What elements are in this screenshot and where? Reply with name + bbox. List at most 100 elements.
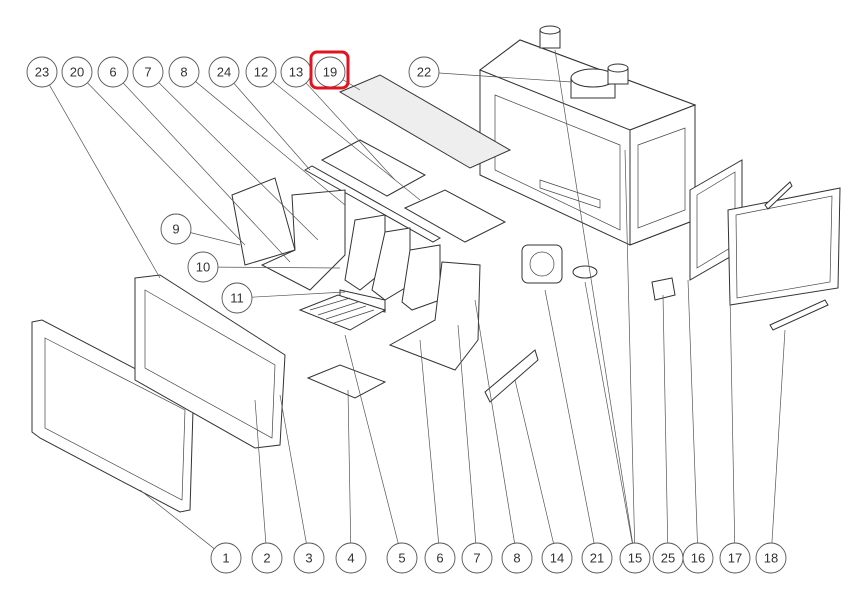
- callout-number: 6: [109, 65, 116, 80]
- callout-23[interactable]: 23: [26, 56, 58, 88]
- callout-circle: [501, 542, 533, 574]
- callout-number: 16: [691, 551, 705, 566]
- part-7-brick: [344, 214, 386, 291]
- highlight-box: [309, 50, 350, 90]
- part-14-deflector: [484, 349, 539, 403]
- callout-6[interactable]: 6: [424, 542, 456, 574]
- callout-circle: [682, 542, 714, 574]
- leader-line-10: [217, 266, 341, 269]
- callout-circle: [251, 542, 283, 574]
- leader-line-11: [251, 291, 346, 298]
- callout-9[interactable]: 9: [160, 213, 192, 245]
- callout-circle: [619, 542, 651, 574]
- callout-number: 5: [398, 551, 405, 566]
- callout-1[interactable]: 1: [210, 542, 242, 574]
- callout-14[interactable]: 14: [541, 542, 573, 574]
- leader-line-20: [87, 82, 246, 246]
- callout-circle: [26, 56, 58, 88]
- callout-18[interactable]: 18: [755, 542, 787, 574]
- leader-lines: [49, 49, 786, 549]
- callout-25[interactable]: 25: [652, 542, 684, 574]
- callout-circle: [424, 542, 456, 574]
- callout-circle: [541, 542, 573, 574]
- leader-line-13: [305, 82, 396, 181]
- callout-number: 2: [263, 551, 270, 566]
- leader-line-25: [662, 294, 669, 544]
- part-6-brick: [260, 189, 346, 291]
- callout-circle: [132, 56, 164, 88]
- callout-12[interactable]: 12: [245, 56, 277, 88]
- part-4-ashtray: [306, 364, 387, 399]
- callout-19[interactable]: 19: [314, 56, 346, 88]
- part-5-grate: [298, 294, 387, 331]
- callout-number: 22: [417, 65, 431, 80]
- leader-line-1: [139, 489, 215, 549]
- leader-line-21: [544, 289, 595, 544]
- callout-13[interactable]: 13: [280, 56, 312, 88]
- callout-3[interactable]: 3: [293, 542, 325, 574]
- callout-10[interactable]: 10: [187, 251, 219, 283]
- callout-8[interactable]: 8: [168, 56, 200, 88]
- leader-line-7: [457, 324, 477, 544]
- callout-number: 24: [217, 65, 231, 80]
- callout-number: 25: [661, 551, 675, 566]
- callout-number: 6: [436, 551, 443, 566]
- part-20-side: [231, 177, 296, 266]
- callout-5[interactable]: 5: [386, 542, 418, 574]
- part-19-baffle: [338, 74, 512, 169]
- callout-2[interactable]: 2: [251, 542, 283, 574]
- callout-number: 8: [513, 551, 520, 566]
- callout-number: 9: [172, 222, 179, 237]
- leader-line-3: [279, 394, 307, 544]
- callout-circle: [210, 542, 242, 574]
- callout-21[interactable]: 21: [581, 542, 613, 574]
- callout-8[interactable]: 8: [501, 542, 533, 574]
- callout-number: 20: [70, 65, 84, 80]
- part-21-fan: [521, 244, 598, 284]
- callout-circle: [581, 542, 613, 574]
- callout-number: 7: [473, 551, 480, 566]
- callout-number: 7: [144, 65, 151, 80]
- leader-line-5: [344, 334, 399, 544]
- leader-line-9: [190, 232, 241, 246]
- leader-line-14: [514, 379, 554, 544]
- callout-24[interactable]: 24: [208, 56, 240, 88]
- callout-circle: [408, 56, 440, 88]
- leader-line-6: [419, 339, 439, 544]
- part-13-panel: [403, 189, 507, 243]
- leader-line-4: [347, 389, 352, 544]
- leader-line-17: [729, 294, 736, 544]
- callout-circle: [386, 542, 418, 574]
- callout-number: 8: [180, 65, 187, 80]
- firebox-body: [478, 25, 697, 246]
- callout-circle: [61, 56, 93, 88]
- callout-number: 17: [728, 551, 742, 566]
- callout-6[interactable]: 6: [97, 56, 129, 88]
- callout-4[interactable]: 4: [335, 542, 367, 574]
- callout-11[interactable]: 11: [221, 282, 253, 314]
- leader-line-19: [342, 79, 361, 91]
- callout-20[interactable]: 20: [61, 56, 93, 88]
- callout-number: 10: [196, 260, 210, 275]
- callout-15[interactable]: 15: [619, 542, 651, 574]
- part-24-rail: [303, 165, 442, 243]
- leader-line-15: [554, 49, 634, 544]
- part-12-panel: [320, 139, 427, 197]
- callout-17[interactable]: 17: [719, 542, 751, 574]
- callout-7[interactable]: 7: [461, 542, 493, 574]
- callout-16[interactable]: 16: [682, 542, 714, 574]
- callout-circle: [187, 251, 219, 283]
- callout-number: 18: [764, 551, 778, 566]
- callout-circle: [293, 542, 325, 574]
- callout-circle: [221, 282, 253, 314]
- callout-circle: [168, 56, 200, 88]
- callout-number: 13: [289, 65, 303, 80]
- callout-circle: [719, 542, 751, 574]
- leader-line-23: [49, 84, 161, 279]
- callout-7[interactable]: 7: [132, 56, 164, 88]
- callout-22[interactable]: 22: [408, 56, 440, 88]
- callout-number: 3: [305, 551, 312, 566]
- leader-line-18: [771, 329, 786, 544]
